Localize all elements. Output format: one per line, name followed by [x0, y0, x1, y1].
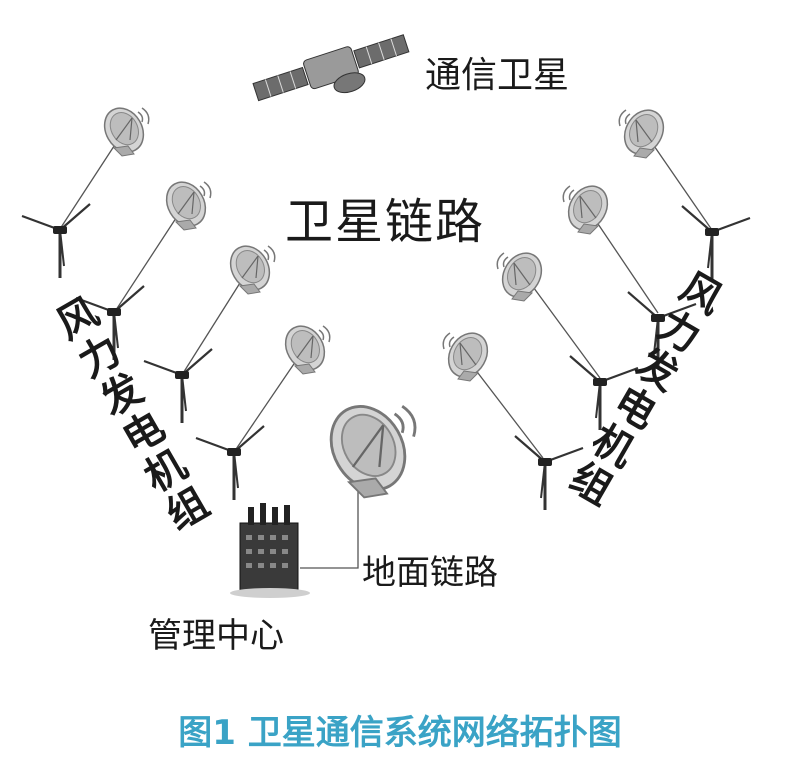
- satellite-dish-icon: [616, 102, 672, 162]
- figure-caption: 图1 卫星通信系统网络拓扑图: [178, 713, 622, 753]
- wind-turbine-icon: [194, 424, 266, 502]
- satellite-dish-icon: [560, 178, 616, 238]
- satellite-dish-icon: [222, 238, 278, 298]
- satellite-icon: [252, 34, 410, 102]
- ground-dish-icon: [315, 391, 421, 505]
- satellite-label: 通信卫星: [425, 55, 570, 96]
- satellite-dish-icon: [494, 245, 550, 305]
- factory-building-icon: [230, 503, 310, 598]
- wind-turbine-icon: [20, 202, 92, 280]
- satellite-dish-icon: [277, 318, 333, 378]
- ground-link-label: 地面链路: [362, 553, 498, 593]
- satellite-dish-icon: [96, 100, 152, 160]
- satellite-dish-icon: [158, 174, 214, 234]
- satellite-dish-icon: [440, 325, 496, 385]
- management-center-label: 管理中心: [148, 616, 284, 656]
- satellite-link-label: 卫星链路: [285, 194, 486, 250]
